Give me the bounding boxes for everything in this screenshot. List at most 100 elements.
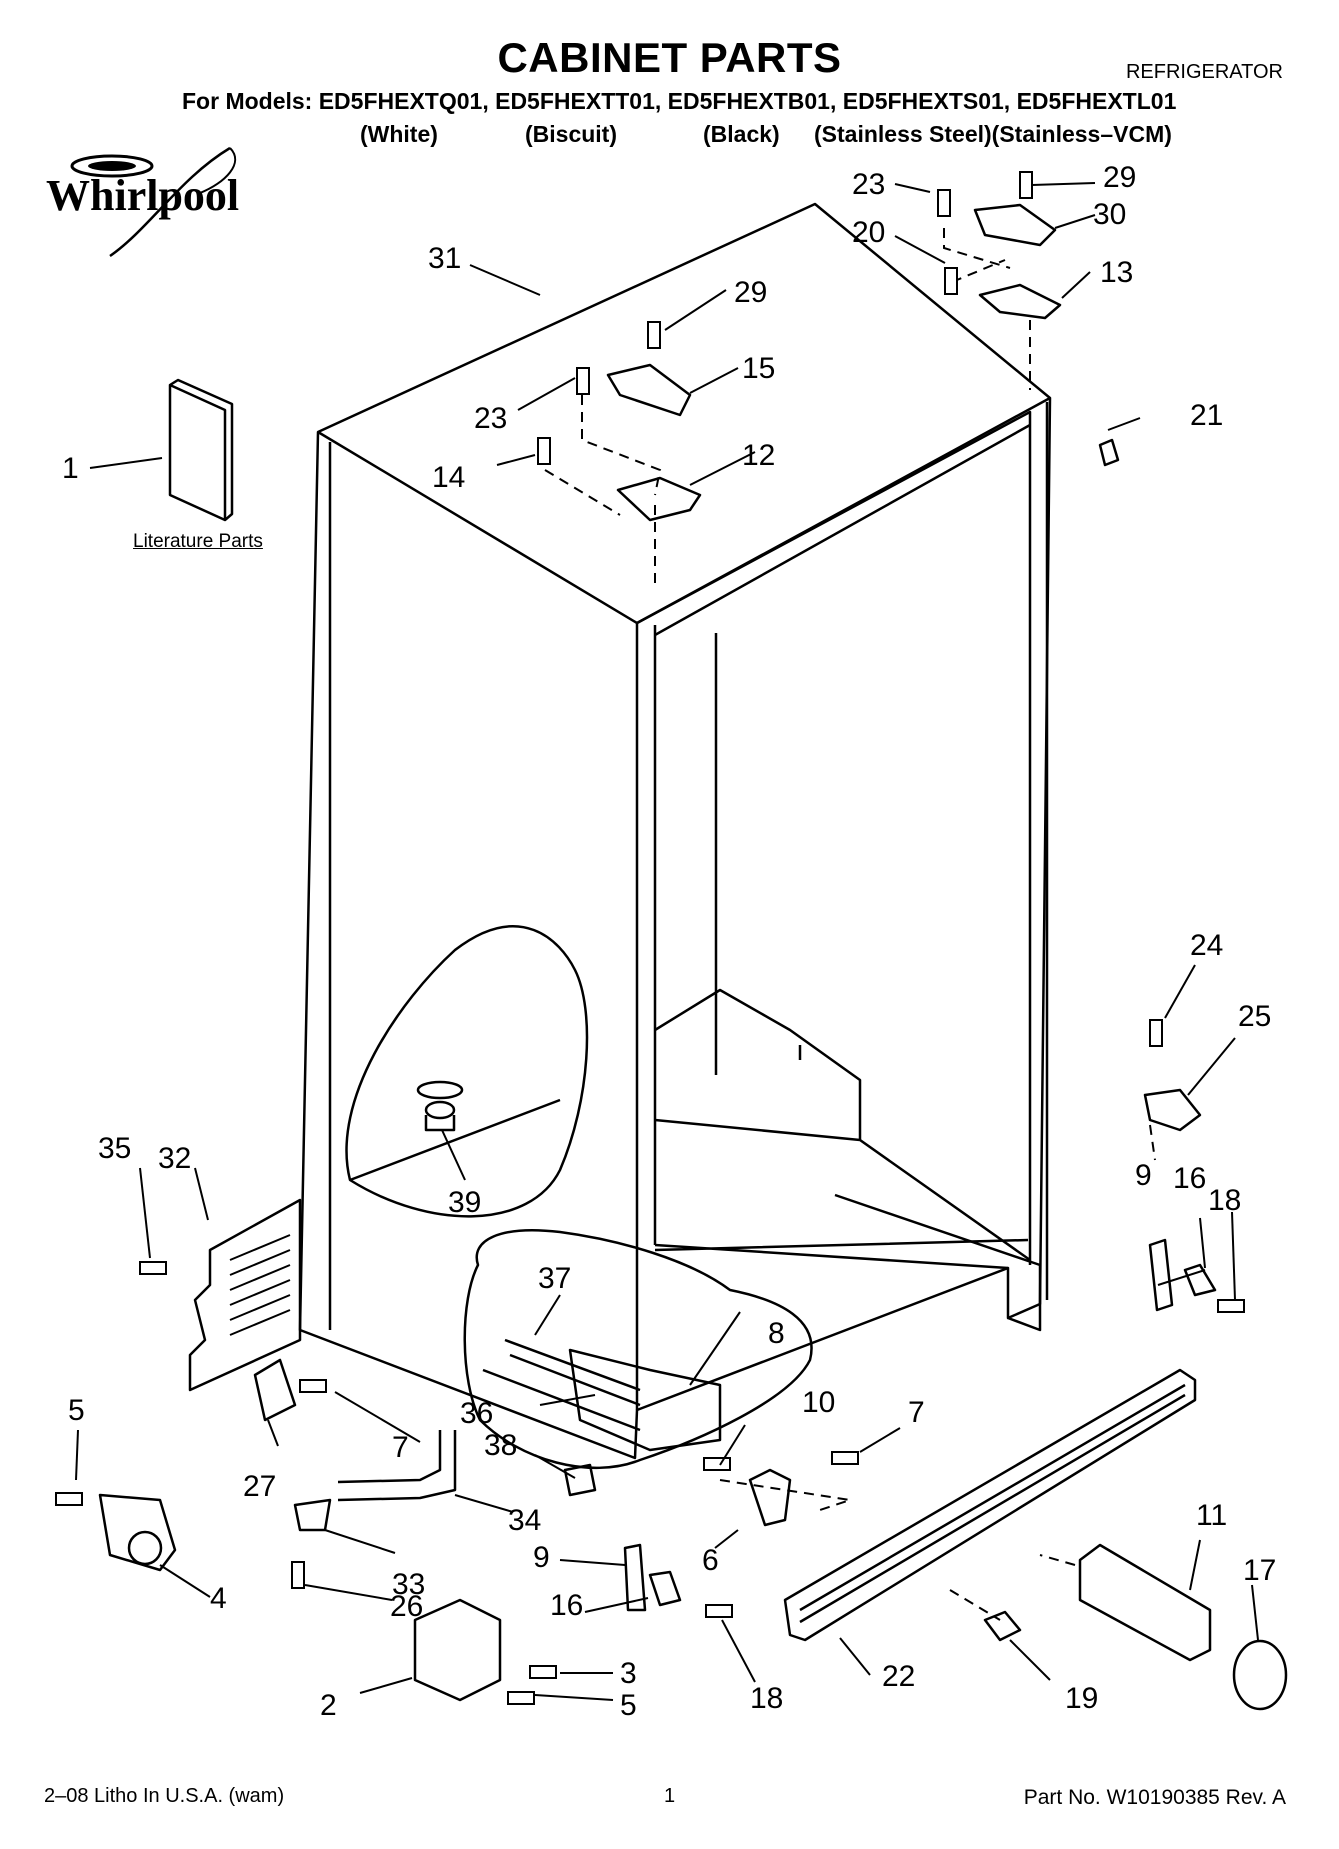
screw-23-left (576, 367, 590, 395)
callout-18-bottom: 18 (750, 1682, 783, 1715)
color-biscuit: (Biscuit) (525, 121, 617, 147)
clip-6 (748, 1468, 792, 1527)
models-line: For Models: ED5FHEXTQ01, ED5FHEXTT01, ED… (182, 88, 1177, 114)
screw-29-top-right (1019, 171, 1033, 199)
callout-16-right: 16 (1173, 1162, 1206, 1195)
callout-12: 12 (742, 439, 775, 472)
whirlpool-wordmark: Whirlpool (46, 171, 240, 220)
callout-2: 2 (320, 1689, 337, 1722)
color-stainless: (Stainless Steel)(Stainless–VCM) (814, 121, 1172, 147)
screw-23-top-right (937, 189, 951, 217)
callout-11: 11 (1196, 1499, 1227, 1532)
callout-22: 22 (882, 1660, 915, 1693)
callout-36: 36 (460, 1397, 493, 1430)
cutaway-water-valve (463, 1229, 813, 1470)
cutaway-drain (345, 925, 589, 1218)
footer-part-number: Part No. W10190385 Rev. A (1023, 1786, 1286, 1809)
screw-5-caster (55, 1492, 83, 1506)
callout-37: 37 (538, 1262, 571, 1295)
screw-14 (537, 437, 551, 465)
callout-6: 6 (702, 1544, 719, 1577)
screw-18-bottom (705, 1604, 733, 1618)
callout-38: 38 (484, 1429, 517, 1462)
clip-21 (1098, 438, 1120, 467)
cabinet-front-frame (635, 402, 1049, 1410)
cabinet-outline (298, 202, 1052, 1460)
top-hinge-right (978, 283, 1062, 320)
callout-25: 25 (1238, 1000, 1271, 1033)
callout-32: 32 (158, 1142, 191, 1175)
footer-page-number: 1 (664, 1785, 676, 1807)
callout-9-right: 9 (1135, 1159, 1152, 1192)
page-title: CABINET PARTS (497, 34, 842, 81)
appliance-category: REFRIGERATOR (1125, 61, 1283, 83)
callout-13: 13 (1100, 256, 1133, 289)
callout-20: 20 (852, 216, 885, 249)
screw-20 (944, 267, 958, 295)
screw-10 (703, 1457, 731, 1471)
screw-24 (1149, 1019, 1163, 1047)
rear-grille (188, 1198, 302, 1392)
callout-31: 31 (428, 242, 461, 275)
hinge-bracket-16b (648, 1570, 682, 1607)
footer-print-info: 2–08 Litho In U.S.A. (wam) (44, 1785, 285, 1807)
screw-18-right (1217, 1299, 1245, 1313)
callout-3: 3 (620, 1657, 637, 1690)
callout-34: 34 (508, 1504, 541, 1537)
hinge-bracket-9b (623, 1543, 647, 1612)
color-black: (Black) (703, 121, 780, 147)
callout-4: 4 (210, 1582, 227, 1615)
hinge-cover-left (606, 363, 692, 417)
screw-35 (139, 1261, 167, 1275)
callout-7-right: 7 (908, 1396, 925, 1429)
top-hinge-left (616, 476, 702, 522)
callout-17: 17 (1243, 1554, 1276, 1587)
bracket-27 (253, 1358, 297, 1422)
literature-booklet (168, 378, 234, 522)
screw-7-left (299, 1379, 327, 1393)
caster-left (98, 1493, 177, 1572)
screw-29-left (647, 321, 661, 349)
literature-parts-label: Literature Parts (133, 531, 263, 552)
hinge-cover-right (973, 203, 1057, 247)
callout-21: 21 (1190, 399, 1223, 432)
water-tube (337, 1430, 442, 1484)
callout-1: 1 (62, 452, 79, 485)
whirlpool-logo (70, 146, 237, 258)
front-grille (783, 1368, 1197, 1642)
bottom-hinge-left (413, 1598, 502, 1702)
callout-39: 39 (448, 1186, 481, 1219)
callout-5-caster: 5 (68, 1394, 85, 1427)
water-valve (568, 1348, 722, 1452)
callout-9-bottom: 9 (533, 1541, 550, 1574)
callout-33: 33 (392, 1568, 425, 1601)
callout-7-left: 7 (392, 1431, 409, 1464)
callout-10: 10 (802, 1386, 835, 1419)
callout-26: 26 (390, 1590, 423, 1623)
hinge-bracket-16 (1183, 1263, 1217, 1297)
callout-29-left: 29 (734, 276, 767, 309)
callout-23-right: 23 (852, 168, 885, 201)
block-38 (563, 1463, 597, 1497)
callout-19: 19 (1065, 1682, 1098, 1715)
clamp-33 (293, 1498, 332, 1532)
color-white: (White) (360, 121, 438, 147)
clip-19 (983, 1610, 1022, 1642)
callout-27: 27 (243, 1470, 276, 1503)
screw-5-bottom (507, 1691, 535, 1705)
callout-15: 15 (742, 352, 775, 385)
callout-16-bottom: 16 (550, 1589, 583, 1622)
water-filter (1078, 1543, 1212, 1662)
bracket-25 (1143, 1088, 1202, 1132)
callout-35: 35 (98, 1132, 131, 1165)
callout-29-right: 29 (1103, 161, 1136, 194)
callout-14: 14 (432, 461, 465, 494)
screw-7-right (831, 1451, 859, 1465)
screw-26 (291, 1561, 305, 1589)
callout-23-left: 23 (474, 402, 507, 435)
screw-3 (529, 1665, 557, 1679)
hinge-bracket-9 (1148, 1238, 1174, 1312)
callout-8: 8 (768, 1317, 785, 1350)
callout-24: 24 (1190, 929, 1223, 962)
